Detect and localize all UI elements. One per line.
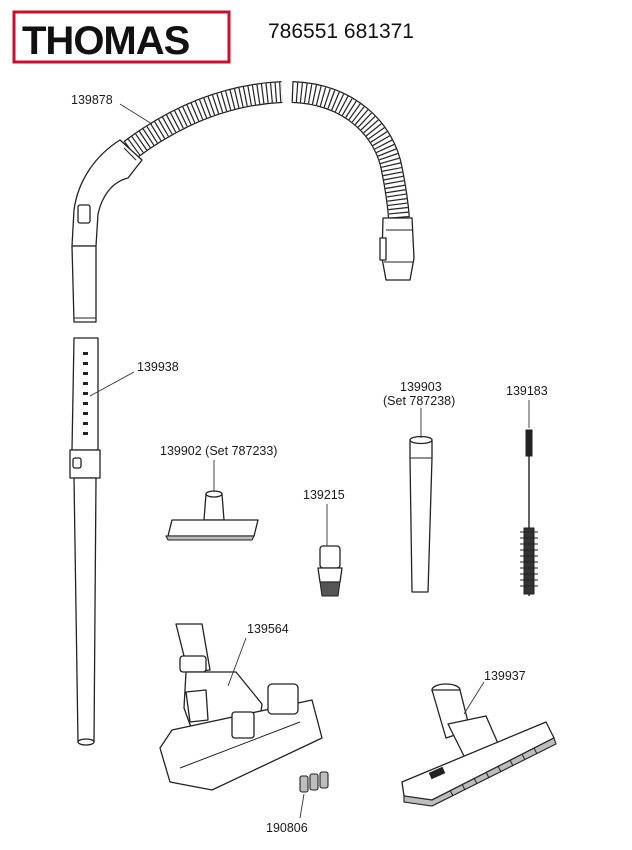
label-floor-nozzle: 139564 <box>247 622 289 636</box>
label-crevice-tool-set: (Set 787238) <box>383 394 455 408</box>
upholstery-nozzle-part <box>165 490 259 541</box>
thomas-logo: THOMAS <box>12 10 231 64</box>
crevice-tool-part <box>409 435 433 593</box>
logo-frame <box>12 10 231 64</box>
label-crevice-tool: 139903 <box>400 380 442 394</box>
logo-text: THOMAS <box>22 19 190 63</box>
label-hose: 139878 <box>71 93 113 107</box>
label-upholstery-nozzle: 139902 (Set 787233) <box>160 444 277 458</box>
radiator-brush-part <box>520 429 538 596</box>
label-tube: 139938 <box>137 360 179 374</box>
dust-brush-part <box>317 545 343 597</box>
hose-part <box>71 81 415 323</box>
label-parquet-nozzle: 139937 <box>484 669 526 683</box>
parquet-nozzle-part <box>401 683 557 807</box>
label-dust-brush: 139215 <box>303 488 345 502</box>
floor-nozzle-part <box>159 623 323 791</box>
model-numbers: 786551 681371 <box>268 20 414 43</box>
label-wheels: 190806 <box>266 821 308 835</box>
leader-lines <box>89 103 530 819</box>
tube-part <box>69 337 101 746</box>
wheels-part <box>299 771 329 793</box>
label-radiator-brush: 139183 <box>506 384 548 398</box>
